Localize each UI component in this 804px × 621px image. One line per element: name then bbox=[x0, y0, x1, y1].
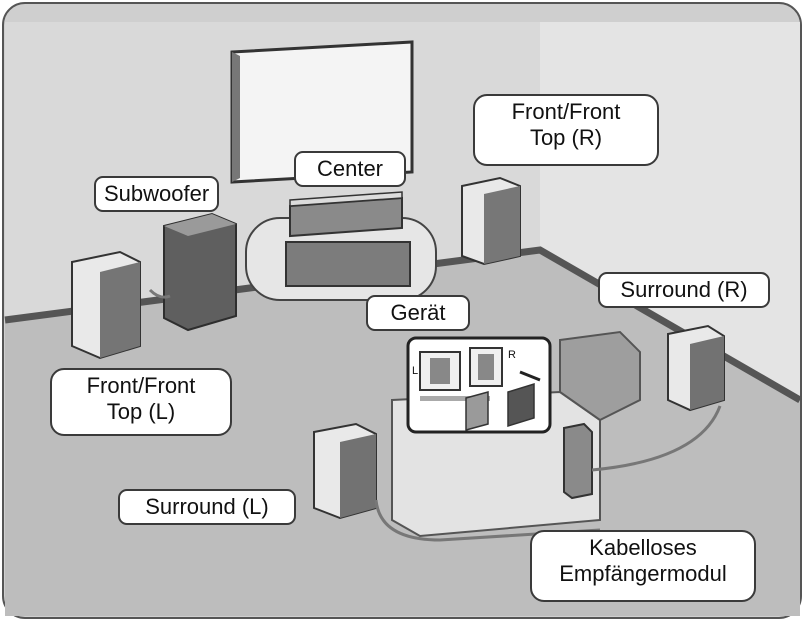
label-front-left: Front/Front Top (L) bbox=[50, 368, 232, 436]
inset-left-mark: L bbox=[412, 365, 418, 377]
label-subwoofer: Subwoofer bbox=[94, 176, 220, 212]
label-center: Center bbox=[294, 151, 406, 187]
label-front-right: Front/Front Top (R) bbox=[473, 94, 659, 166]
label-surround-left: Surround (L) bbox=[118, 489, 296, 525]
label-surround-right: Surround (R) bbox=[598, 272, 770, 308]
tv-edge bbox=[232, 52, 240, 182]
tv-stand-shelf bbox=[285, 241, 411, 287]
wireless-receiver-module bbox=[563, 422, 593, 500]
label-device: Gerät bbox=[366, 295, 470, 331]
label-wireless-module: Kabelloses Empfängermodul bbox=[530, 530, 756, 602]
inset-right-mark: R bbox=[508, 349, 516, 361]
